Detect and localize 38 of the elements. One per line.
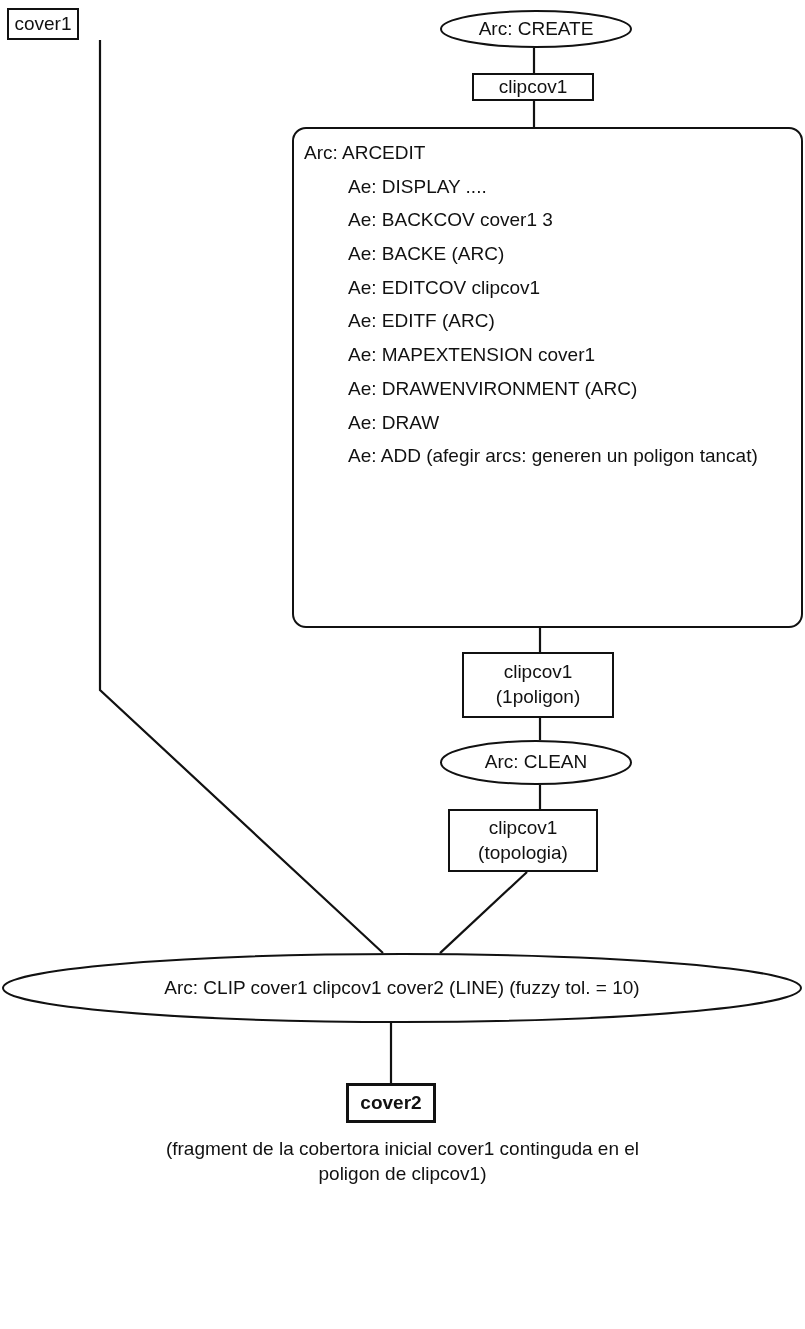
coverage-box bbox=[448, 809, 598, 872]
command-line: Ae: DRAW bbox=[348, 410, 440, 435]
node-label: (1poligon) bbox=[495, 685, 581, 709]
command-line: Ae: MAPEXTENSION cover1 bbox=[348, 343, 596, 368]
command-line: Ae: ADD (afegir arcs: generen un poligon tancat) bbox=[348, 444, 758, 469]
connector-line bbox=[538, 628, 542, 652]
command-line: Ae: EDITF (ARC) bbox=[348, 309, 495, 334]
connector-line bbox=[538, 785, 542, 809]
command-line: Ae: DISPLAY .... bbox=[348, 174, 487, 199]
node-label: cover1 bbox=[14, 11, 72, 36]
command-line: Ae: EDITCOV clipcov1 bbox=[348, 275, 541, 300]
command-ellipse bbox=[440, 740, 632, 785]
result-box bbox=[346, 1083, 436, 1123]
connector-line bbox=[439, 871, 528, 954]
command-heading: Arc: ARCEDIT bbox=[304, 141, 426, 165]
node-label: Arc: CLIP cover1 clipcov1 cover2 (LINE) (fuzzy tol. = 10) bbox=[164, 975, 640, 1000]
command-ellipse bbox=[2, 953, 802, 1023]
command-line: Ae: DRAWENVIRONMENT (ARC) bbox=[348, 376, 638, 401]
connector-line bbox=[98, 40, 384, 954]
node-label: (topologia) bbox=[478, 840, 568, 865]
command-line: Ae: BACKCOV cover1 3 bbox=[348, 208, 553, 233]
coverage-box bbox=[7, 8, 79, 40]
connector-line bbox=[532, 48, 536, 73]
node-label: clipcov1 bbox=[503, 660, 573, 685]
node-label: clipcov1 bbox=[488, 815, 558, 840]
edit-session-box bbox=[292, 127, 803, 628]
node-label: clipcov1 bbox=[498, 74, 568, 99]
node-label: cover2 bbox=[360, 1090, 422, 1115]
connector-line bbox=[538, 718, 542, 740]
caption-text: (fragment de la cobertora inicial cover1 continguda en el poligon de clipcov1) bbox=[164, 1137, 641, 1186]
node-label: Arc: CREATE bbox=[478, 16, 594, 41]
connector-line bbox=[389, 1023, 393, 1083]
coverage-box bbox=[462, 652, 614, 718]
command-line: Ae: BACKE (ARC) bbox=[348, 242, 505, 267]
command-ellipse bbox=[440, 10, 632, 48]
node-label: Arc: CLEAN bbox=[484, 750, 588, 775]
connector-line bbox=[532, 101, 536, 127]
coverage-box bbox=[472, 73, 594, 101]
